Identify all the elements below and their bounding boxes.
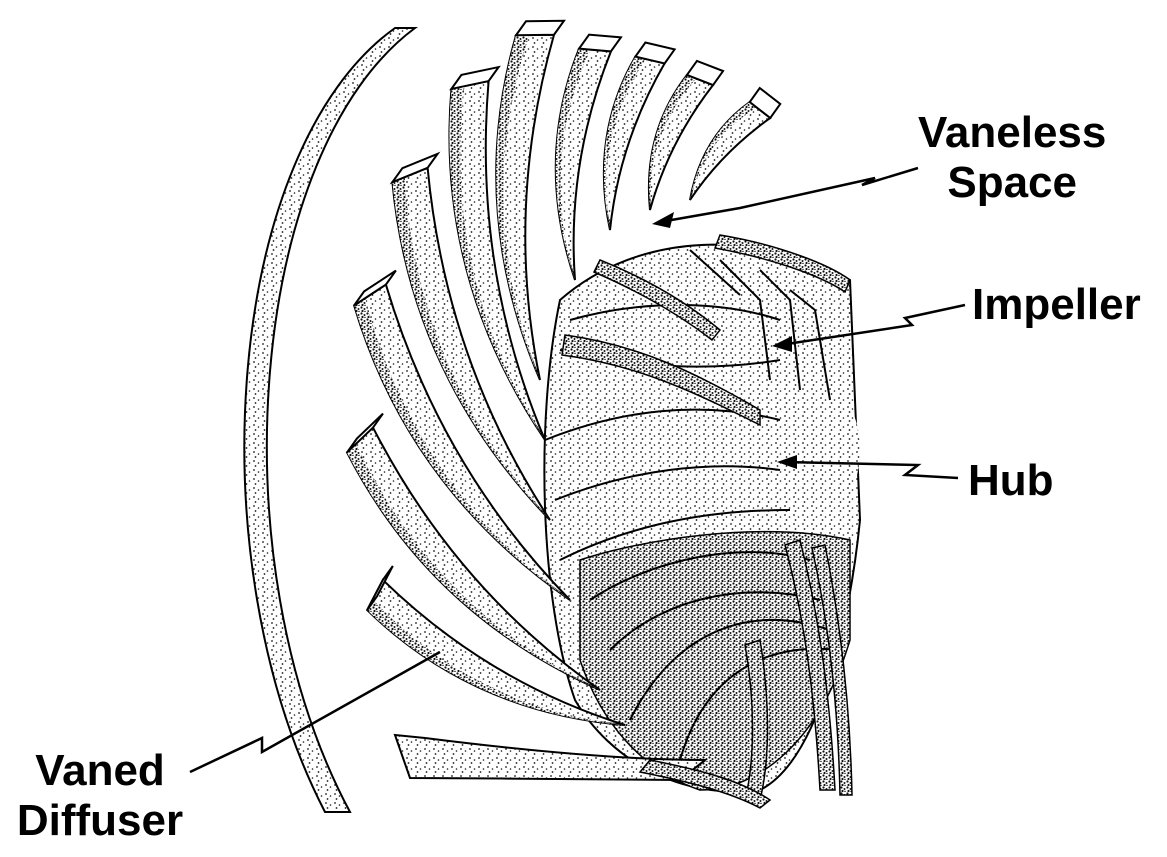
label-vaned-line2: Diffuser bbox=[0, 796, 200, 846]
diffuser-vane-cap bbox=[516, 21, 564, 36]
diffuser-vane-cap bbox=[579, 35, 621, 52]
hub-boss bbox=[770, 380, 860, 520]
diffuser-vane bbox=[354, 285, 570, 600]
label-vaned-line1: Vaned bbox=[0, 746, 200, 796]
outer-casing bbox=[244, 28, 415, 812]
diffuser-vane bbox=[556, 49, 611, 280]
label-vaneless-line2: Space bbox=[918, 158, 1106, 208]
label-hub: Hub bbox=[968, 456, 1054, 506]
label-vaneless-line1: Vaneless bbox=[918, 108, 1106, 158]
label-vaneless-space: Vaneless Space bbox=[918, 108, 1106, 208]
label-impeller: Impeller bbox=[972, 280, 1141, 330]
vaneless-arrowhead bbox=[652, 212, 674, 228]
diffuser-vane bbox=[690, 102, 770, 200]
label-vaned-diffuser: Vaned Diffuser bbox=[0, 746, 200, 846]
